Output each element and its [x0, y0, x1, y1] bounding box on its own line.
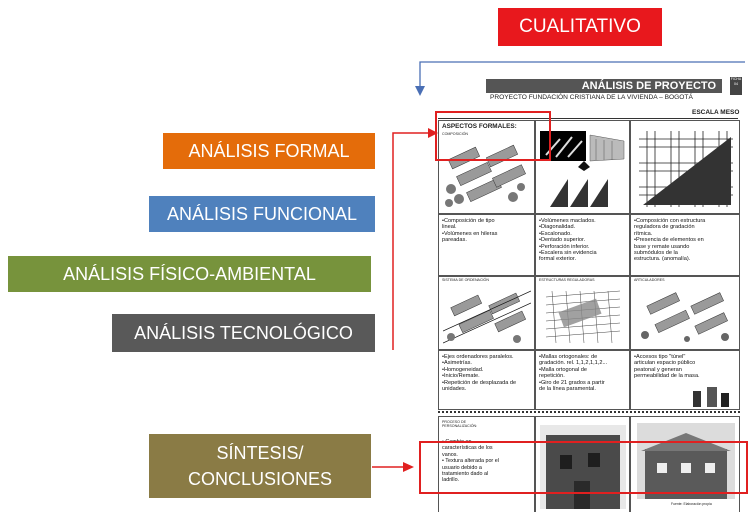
r1c3-line: rítmica. [634, 230, 653, 237]
proceso-line: PROCESO DE [442, 420, 466, 424]
arrow-formal [392, 132, 428, 350]
analisis-fisico-ambiental-box: ANÁLISIS FÍSICO-AMBIENTAL [8, 256, 371, 292]
r1c3-line: base y remate usando [634, 243, 690, 250]
articuladores-image [641, 292, 729, 342]
r2c1-line: •Repetición de desplazada de [442, 379, 517, 386]
r1c2-line: •Volúmenes maclados. [539, 218, 596, 224]
r3-line: tratamiento dado al [442, 471, 489, 478]
highlight-aspectos-box [435, 111, 551, 161]
conclusiones-line: CONCLUSIONES [187, 469, 333, 489]
sistema-label: SISTEMA DE ORDENACIÓN [442, 278, 489, 282]
r1c3-line: •Composición con estructura [634, 218, 706, 224]
r3-line: usuario debido a [442, 464, 482, 471]
r1c2-line: •Escalera sin evidencia [539, 250, 597, 257]
cell-proceso: PROCESO DE PERSONALIZACIÓN: • Cambio en … [438, 416, 535, 512]
r1c1-line: pareadas. [442, 237, 467, 244]
escala-label: ESCALA MESO [692, 109, 740, 116]
analisis-formal-box: ANÁLISIS FORMAL [163, 133, 375, 169]
articuladores-detail-image [693, 387, 729, 407]
r3-line: • Textura alterada por el [442, 458, 499, 465]
cualitativo-title: CUALITATIVO [498, 8, 662, 46]
r1c3-line: •Presencia de elementos en [634, 237, 704, 244]
estructura-grid-image [639, 131, 733, 207]
cell-estructuras-reguladoras: ESTRUCTURAS REGULADORAS [535, 276, 630, 350]
r1c2-line: •Dentado superior. [539, 237, 586, 244]
estructuras-label: ESTRUCTURAS REGULADORAS [539, 278, 595, 282]
analisis-tecnologico-box: ANÁLISIS TECNOLÓGICO [112, 314, 375, 352]
r2c3-line: permeabilidad de la masa. [634, 373, 700, 380]
composicion-plan-image [443, 141, 531, 211]
r1c3-line: submódulos de la [634, 250, 678, 257]
r1c2-line: •Escalonado. [539, 230, 572, 237]
r3-line: características de los [442, 445, 493, 452]
r2c1-line: •Homogeneidad. [442, 366, 484, 373]
proceso-label: PROCESO DE PERSONALIZACIÓN: [442, 420, 478, 429]
sheet-subheader: PROYECTO FUNDACIÓN CRISTIANA DE LA VIVIE… [490, 94, 693, 101]
cell-composicion: ASPECTOS FORMALES: COMPOSICIÓN [438, 120, 535, 214]
r2c1-line: •Inicio/Remate. [442, 373, 480, 380]
r1c1-line: •Volúmenes en hileras [442, 230, 498, 237]
r3-line: vanos. [442, 451, 458, 458]
r2c2-line: repetición. [539, 373, 565, 380]
cell-text-r2c1: •Ejes ordenadores paralelos. •Asimetrías… [438, 350, 535, 410]
r2c3-line: peatonal y generan [634, 366, 682, 373]
brick-wall-photo-2 [637, 423, 735, 499]
volumetria-image [540, 131, 625, 207]
articuladores-label: ARTICULADORES [634, 278, 665, 282]
r3-line: ladrillo. [442, 477, 460, 484]
cell-text-r2c2: •Mallas ortogonales: de gradación. rel. … [535, 350, 630, 410]
cell-text-r1c2: •Volúmenes maclados. •Diagonalidad. •Esc… [535, 214, 630, 276]
r1c2-line: formal exterior. [539, 256, 576, 263]
r1c1-line: lineal. [442, 224, 457, 231]
estructuras-image [545, 290, 621, 344]
r2c1-line: •Asimetrías. [442, 360, 472, 367]
cell-text-r2c3: •Accesos tipo "túnel" articulan espacio … [630, 350, 740, 410]
sintesis-line: SÍNTESIS/ [216, 443, 304, 463]
highlight-sintesis-box [419, 441, 748, 494]
r2c2-line: •Giro de 21 grados a partir [539, 379, 605, 386]
proceso-line: PERSONALIZACIÓN: [442, 423, 478, 428]
cell-sistema-ordenacion: SISTEMA DE ORDENACIÓN [438, 276, 535, 350]
sintesis-conclusiones-box: SÍNTESIS/ CONCLUSIONES [149, 434, 371, 498]
sistema-image [443, 290, 531, 344]
cell-estructura-grid [630, 120, 740, 214]
cell-text-r1c1: •Composición de tipo lineal. •Volúmenes … [438, 214, 535, 276]
r2c1-line: •Ejes ordenadores paralelos. [442, 354, 514, 360]
r2c3-line: articulan espacio público [634, 360, 696, 367]
sheet-header-bar: ANÁLISIS DE PROYECTO [486, 79, 722, 93]
cell-foto-2: Fuente: Elaboración propia [630, 416, 740, 512]
escala-rule [438, 118, 738, 119]
r1c3-line: estructura. (anomalía). [634, 256, 691, 263]
r2c2-line: •Mallas ortogonales: de [539, 354, 598, 360]
r2c2-line: gradación. rel. 1,1,2,1,1,2... [539, 360, 608, 367]
cell-foto-1 [535, 416, 630, 512]
composicion-label: COMPOSICIÓN [442, 132, 468, 136]
r2c3-line: •Accesos tipo "túnel" [634, 354, 686, 360]
r2c2-line: •Malla ortogonal de [539, 366, 587, 373]
aspectos-label: ASPECTOS FORMALES: [442, 123, 517, 130]
cell-articuladores: ARTICULADORES [630, 276, 740, 350]
r2c2-line: de la línea paramental. [539, 386, 596, 393]
r1c3-line: reguladora de gradación [634, 224, 695, 231]
analysis-sheet: ANÁLISIS DE PROYECTO FICHA 04 PROYECTO F… [434, 70, 742, 512]
r1c2-line: •Perforación inferior. [539, 243, 590, 250]
sheet-side-tag: FICHA 04 [730, 77, 742, 95]
analisis-funcional-box: ANÁLISIS FUNCIONAL [149, 196, 375, 232]
cell-text-r1c3: •Composición con estructura reguladora d… [630, 214, 740, 276]
r1c1-line: •Composición de tipo [442, 218, 495, 224]
r1c2-line: •Diagonalidad. [539, 224, 576, 231]
brick-wall-photo-1 [540, 425, 626, 509]
arrow-sintesis-head [403, 462, 414, 472]
arrow-formal-head [428, 128, 438, 138]
foto-credit: Fuente: Elaboración propia [671, 502, 712, 506]
r2c1-line: unidades. [442, 386, 467, 393]
